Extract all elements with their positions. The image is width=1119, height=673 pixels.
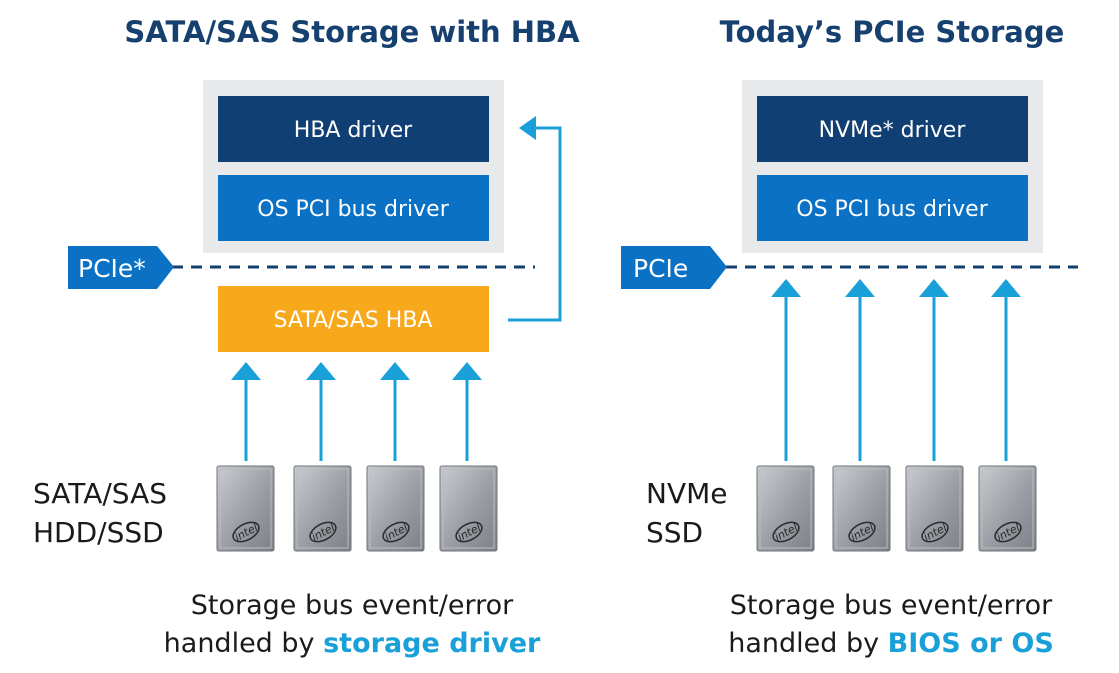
intel-logo-icon <box>232 521 260 543</box>
intel-logo-icon <box>455 521 483 543</box>
hba-driver-box <box>218 96 489 162</box>
left-os-pci-bus-driver-label: OS PCI bus driver <box>257 197 449 222</box>
left-title: SATA/SAS Storage with HBA <box>124 15 580 49</box>
left-drive-2: intel <box>293 465 352 552</box>
nvme-driver-label: NVMe* driver <box>819 118 967 143</box>
right-panel: Today’s PCIe Storage NVMe* driver OS PCI… <box>621 15 1078 659</box>
intel-logo-icon <box>848 521 876 543</box>
right-arrow-1-head <box>771 279 801 297</box>
left-device-label-line1: SATA/SAS <box>33 477 167 510</box>
right-drive-2: intel <box>832 465 891 552</box>
right-device-label-line2: SSD <box>646 516 703 549</box>
right-pcie-tag <box>621 246 727 289</box>
right-caption-highlight: BIOS or OS <box>888 628 1054 659</box>
left-drive-arrows <box>231 362 482 461</box>
left-arrow-3-head <box>380 362 410 380</box>
left-arrow-1-head <box>231 362 261 380</box>
left-caption-line2: handled by storage driver <box>164 628 541 659</box>
right-drive-4: intel <box>978 465 1037 552</box>
left-os-pci-bus-driver-box <box>218 175 489 241</box>
right-title: Today’s PCIe Storage <box>720 15 1065 49</box>
left-arrow-4-head <box>452 362 482 380</box>
right-os-pci-bus-driver-box <box>757 175 1028 241</box>
right-pcie-label: PCIe <box>633 254 688 283</box>
right-arrow-4-head <box>991 279 1021 297</box>
nvme-driver-box <box>757 96 1028 162</box>
left-pcie-tag <box>68 246 174 289</box>
sata-sas-hba-label: SATA/SAS HBA <box>274 308 433 333</box>
hba-to-driver-arrow <box>508 126 562 322</box>
right-drive-arrows <box>771 279 1021 461</box>
right-arrow-3-head <box>919 279 949 297</box>
right-arrow-2-head <box>845 279 875 297</box>
left-drive-3: intel <box>366 465 425 552</box>
sata-sas-hba-box <box>218 286 489 352</box>
right-os-pci-bus-driver-label: OS PCI bus driver <box>796 197 988 222</box>
left-caption-line1: Storage bus event/error <box>191 590 514 621</box>
right-drive-1: intel <box>756 465 815 552</box>
intel-logo-icon <box>382 521 410 543</box>
right-drive-3: intel <box>905 465 964 552</box>
intel-logo-icon <box>309 521 337 543</box>
left-pcie-label: PCIe* <box>78 254 146 283</box>
hba-driver-label: HBA driver <box>294 118 413 143</box>
left-arrow-2-head <box>306 362 336 380</box>
hba-to-driver-arrow-head <box>519 116 536 140</box>
left-device-label-line2: HDD/SSD <box>33 516 164 549</box>
left-drive-4: intel <box>439 465 498 552</box>
left-caption-prefix: handled by <box>164 628 323 659</box>
intel-logo-icon <box>921 521 949 543</box>
intel-logo-icon <box>994 521 1022 543</box>
left-panel: SATA/SAS Storage with HBA HBA driver OS … <box>33 15 580 659</box>
intel-logo-icon <box>772 521 800 543</box>
right-caption-line1: Storage bus event/error <box>730 590 1053 621</box>
left-drive-1: intel <box>216 465 275 552</box>
right-caption-prefix: handled by <box>728 628 887 659</box>
left-drives: intel intel intel intel <box>216 465 498 552</box>
right-caption-line2: handled by BIOS or OS <box>728 628 1054 659</box>
right-device-label-line1: NVMe <box>646 477 727 510</box>
left-caption-highlight: storage driver <box>323 628 541 659</box>
right-drives: intel intel intel intel <box>756 465 1037 552</box>
